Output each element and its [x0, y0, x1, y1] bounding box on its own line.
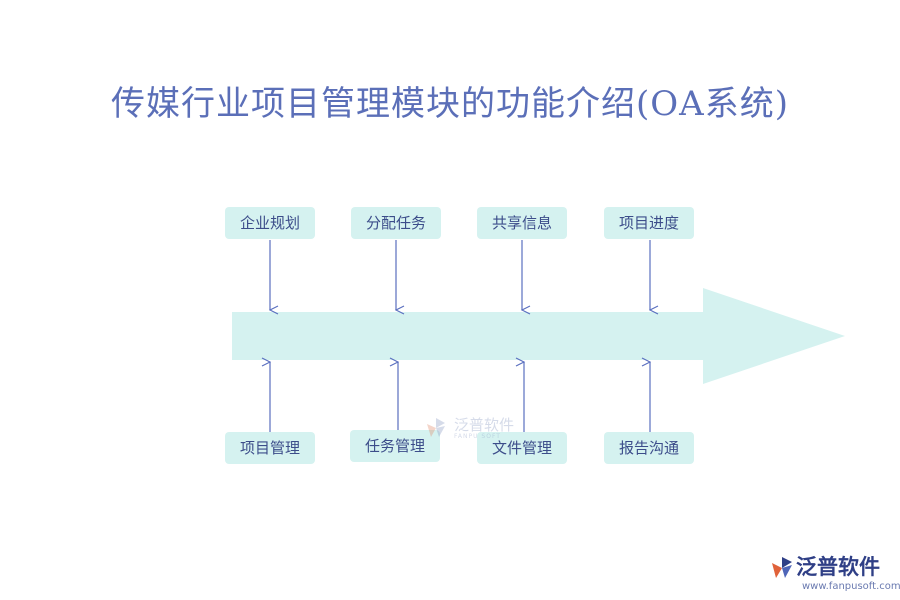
watermark-subtext: FANPU SOFT: [454, 433, 501, 440]
page-title: 传媒行业项目管理模块的功能介绍(OA系统): [111, 84, 789, 124]
bottom-box-2: 任务管理: [350, 430, 440, 462]
bottom-box-4: 报告沟通: [604, 432, 694, 464]
top-box-2: 分配任务: [351, 207, 441, 239]
bottom-box-1: 项目管理: [225, 432, 315, 464]
top-box-4: 项目进度: [604, 207, 694, 239]
fanpu-logo-icon: [772, 557, 792, 578]
fanpu-watermark-icon: [427, 418, 445, 437]
logo-name: 泛普软件: [796, 555, 880, 579]
top-box-1: 企业规划: [225, 207, 315, 239]
top-box-3: 共享信息: [477, 207, 567, 239]
main-process-arrow: [232, 288, 845, 384]
watermark: 泛普软件 FANPU SOFT: [424, 414, 534, 444]
bottom-box-3: 文件管理: [477, 432, 567, 464]
watermark-text: 泛普软件: [454, 416, 515, 434]
logo-url: www.fanpusoft.com: [802, 581, 900, 592]
brand-logo: 泛普软件 www.fanpusoft.com: [770, 553, 900, 595]
